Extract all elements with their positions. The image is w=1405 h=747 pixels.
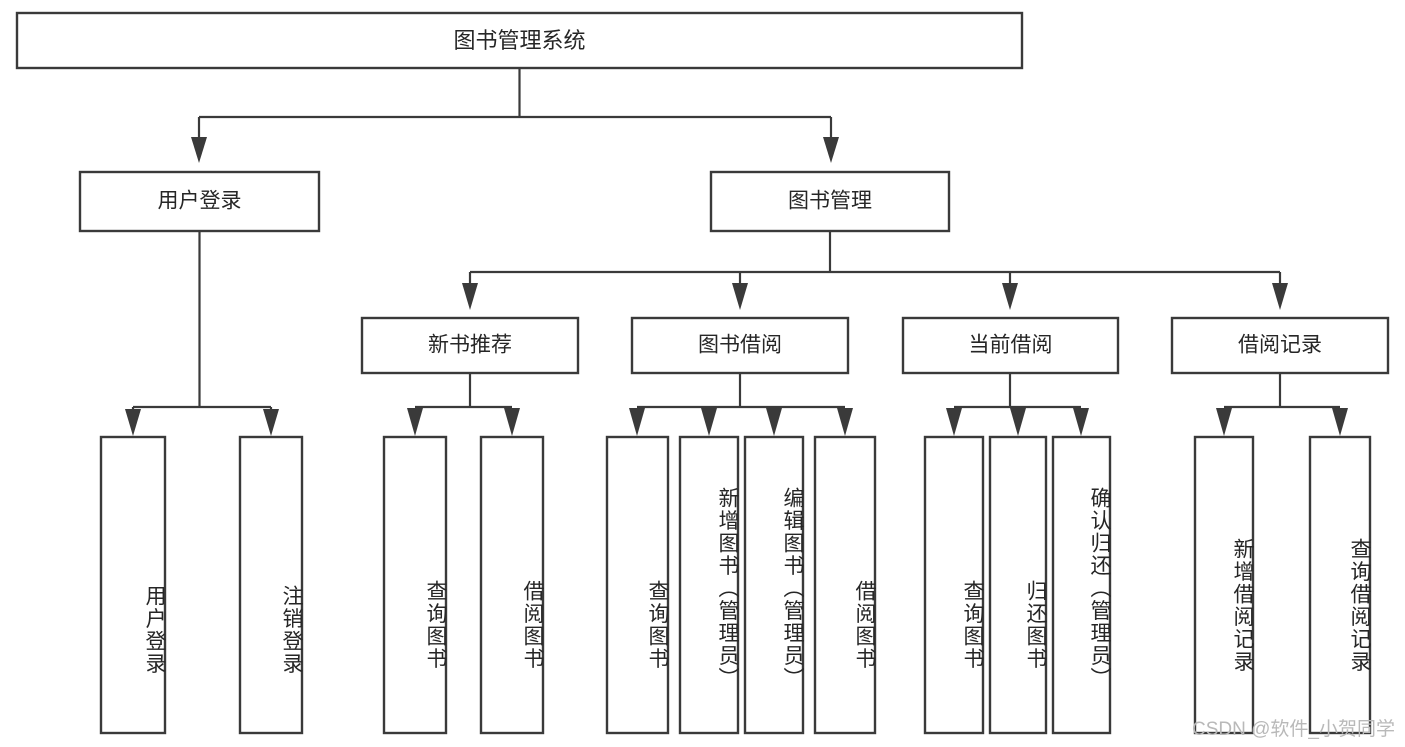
arrow-head-cb-3 [1073, 408, 1089, 436]
arrow-head-bm-2 [732, 283, 748, 310]
node-box-book-borrow[interactable] [630, 316, 850, 375]
arrow-head-user-login-2 [263, 409, 279, 436]
node-label-book-management: 图书管理 [788, 190, 872, 213]
node-box-current-borrow[interactable] [901, 316, 1120, 375]
node-label-new-book-recommend: 新书推荐 [428, 334, 512, 357]
node-box-leaf-borrow-book-bb[interactable] [813, 435, 877, 735]
connector-group-book-management [462, 231, 1288, 310]
node-book-management[interactable]: 图书管理 [709, 170, 951, 233]
arrow-head-user-login-1 [125, 409, 141, 436]
node-box-leaf-add-book-admin[interactable] [678, 435, 740, 735]
arrow-head-bb-2 [701, 408, 717, 436]
node-label-user-login: 用户登录 [158, 190, 242, 213]
arrow-head-nbr-2 [504, 408, 520, 436]
node-box-leaf-confirm-return-admin[interactable] [1051, 435, 1112, 735]
node-box-book-management[interactable] [709, 170, 951, 233]
node-box-root[interactable] [15, 11, 1024, 70]
arrow-head-br-1 [1216, 408, 1232, 436]
node-box-leaf-user-login[interactable] [99, 435, 167, 735]
connector-group-user-login [125, 231, 279, 436]
connector-group-root [191, 68, 839, 163]
node-label-current-borrow: 当前借阅 [969, 334, 1053, 357]
arrow-head-root-1 [191, 137, 207, 163]
connector-group-new-book-recommend [407, 373, 520, 436]
node-box-leaf-return-book[interactable] [988, 435, 1048, 735]
arrow-head-bm-4 [1272, 283, 1288, 310]
arrow-head-bb-4 [837, 408, 853, 436]
arrow-head-cb-2 [1010, 408, 1026, 436]
arrow-head-cb-1 [946, 408, 962, 436]
node-label-borrow-records: 借阅记录 [1238, 334, 1322, 357]
arrow-head-root-2 [823, 137, 839, 163]
arrow-head-bb-3 [766, 408, 782, 436]
arrow-head-br-2 [1332, 408, 1348, 436]
connector-group-current-borrow [946, 373, 1089, 436]
node-box-borrow-records[interactable] [1170, 316, 1390, 375]
node-borrow-records[interactable]: 借阅记录 [1170, 316, 1390, 375]
node-box-leaf-borrow-book-nbr[interactable] [479, 435, 545, 735]
node-label-root: 图书管理系统 [453, 28, 585, 53]
arrow-head-bm-3 [1002, 283, 1018, 310]
node-box-leaf-query-book-cb[interactable] [923, 435, 985, 735]
node-user-login[interactable]: 用户登录 [78, 170, 321, 233]
node-current-borrow[interactable]: 当前借阅 [901, 316, 1120, 375]
connector-group-book-borrow [629, 373, 853, 436]
node-box-leaf-edit-book-admin[interactable] [743, 435, 805, 735]
arrow-head-bb-1 [629, 408, 645, 436]
node-new-book-recommend[interactable]: 新书推荐 [360, 316, 580, 375]
arrow-head-nbr-1 [407, 408, 423, 436]
node-box-leaf-query-book-bb[interactable] [605, 435, 670, 735]
node-box-leaf-query-book-nbr[interactable] [382, 435, 448, 735]
watermark-text: CSDN @软件_小贺同学 [1192, 719, 1395, 740]
connector-group-borrow-records [1216, 373, 1348, 436]
node-box-leaf-add-borrow-record[interactable] [1193, 435, 1255, 735]
node-book-borrow[interactable]: 图书借阅 [630, 316, 850, 375]
node-box-leaf-logout[interactable] [238, 435, 304, 735]
node-box-leaf-query-borrow-record[interactable] [1308, 435, 1372, 735]
node-root-system[interactable]: 图书管理系统 [15, 11, 1024, 70]
node-label-book-borrow: 图书借阅 [698, 334, 782, 357]
arrow-head-bm-1 [462, 283, 478, 310]
node-box-new-book-recommend[interactable] [360, 316, 580, 375]
